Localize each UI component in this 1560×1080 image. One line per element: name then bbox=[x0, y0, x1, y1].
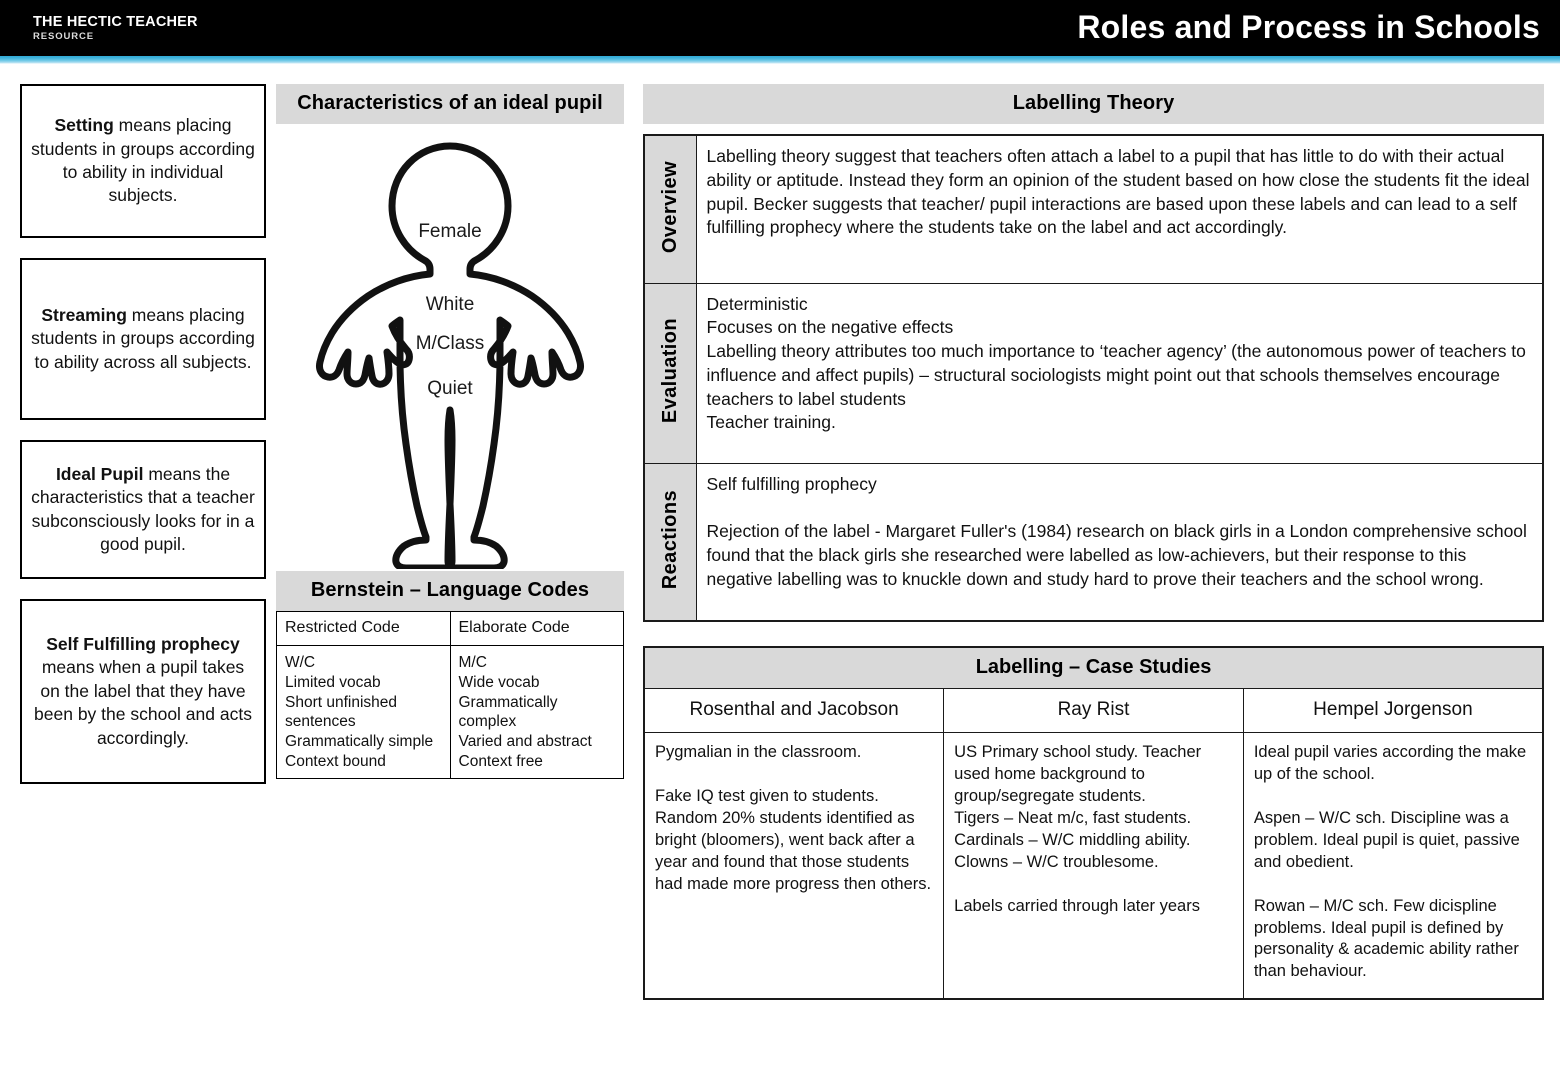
vertical-label-text: Reactions bbox=[658, 489, 681, 589]
body-outline-icon bbox=[316, 142, 584, 569]
ideal-pupil-column: Characteristics of an ideal pupil Female… bbox=[276, 84, 624, 780]
ideal-pupil-label-gender: Female bbox=[418, 221, 482, 242]
bernstein-elaborate-list: M/C Wide vocab Grammatically complex Var… bbox=[449, 645, 624, 780]
table-row: Reactions Self fulfilling prophecy Rejec… bbox=[643, 462, 1544, 622]
definition-text: means when a pupil takes on the label th… bbox=[34, 657, 252, 748]
definition-term: Setting bbox=[54, 115, 114, 136]
case-studies-heading: Labelling – Case Studies bbox=[644, 647, 1543, 689]
table-row: Overview Labelling theory suggest that t… bbox=[643, 134, 1544, 284]
definition-text: means placing students in groups accordi… bbox=[31, 115, 255, 206]
brand-name: THE HECTIC TEACHER bbox=[33, 14, 198, 30]
bernstein-restricted-list: W/C Limited vocab Short unfinished sente… bbox=[276, 645, 451, 780]
page-header: THE HECTIC TEACHER RESOURCE Roles and Pr… bbox=[0, 0, 1560, 56]
brand-subtitle: RESOURCE bbox=[33, 31, 95, 43]
vertical-label-text: Overview bbox=[658, 160, 681, 253]
case-studies-cell-hempel-jorgenson: Ideal pupil varies according the make up… bbox=[1242, 732, 1544, 999]
ideal-pupil-label-behaviour: Quiet bbox=[427, 378, 473, 399]
vertical-label-text: Evaluation bbox=[658, 317, 681, 424]
labelling-row-text-evaluation: Deterministic Focuses on the negative ef… bbox=[695, 282, 1544, 464]
labelling-theory-table: Overview Labelling theory suggest that t… bbox=[643, 134, 1544, 622]
labelling-row-label-overview: Overview bbox=[643, 134, 697, 284]
ideal-pupil-heading: Characteristics of an ideal pupil bbox=[276, 84, 624, 124]
table-row: W/C Limited vocab Short unfinished sente… bbox=[276, 645, 624, 780]
definition-term: Self Fulfilling prophecy bbox=[46, 633, 240, 654]
bernstein-section: Bernstein – Language Codes Restricted Co… bbox=[276, 571, 624, 780]
bernstein-heading: Bernstein – Language Codes bbox=[276, 571, 624, 611]
labelling-column: Labelling Theory Overview Labelling theo… bbox=[643, 84, 1544, 1000]
definition-box-self-fulfilling-prophecy: Self Fulfilling prophecy means when a pu… bbox=[20, 599, 266, 784]
definition-box-ideal-pupil: Ideal Pupil means the characteristics th… bbox=[20, 440, 266, 579]
definition-term: Streaming bbox=[41, 304, 127, 325]
table-row: Evaluation Deterministic Focuses on the … bbox=[643, 282, 1544, 464]
ideal-pupil-label-class: M/Class bbox=[415, 333, 485, 354]
page-title: Roles and Process in Schools bbox=[1077, 9, 1540, 45]
definition-box-streaming: Streaming means placing students in grou… bbox=[20, 258, 266, 420]
labelling-row-text-overview: Labelling theory suggest that teachers o… bbox=[695, 134, 1544, 284]
definitions-column: Setting means placing students in groups… bbox=[20, 84, 266, 804]
definition-box-setting: Setting means placing students in groups… bbox=[20, 84, 266, 238]
labelling-row-label-evaluation: Evaluation bbox=[643, 282, 697, 464]
table-row: Restricted Code Elaborate Code bbox=[276, 610, 624, 647]
ideal-pupil-label-ethnicity: White bbox=[425, 294, 475, 315]
brand-logo: THE HECTIC TEACHER RESOURCE bbox=[33, 14, 198, 43]
ideal-pupil-figure: Female White M/Class Quiet bbox=[276, 124, 624, 569]
bernstein-column-elaborate: Elaborate Code bbox=[449, 610, 624, 647]
header-accent-strip bbox=[0, 56, 1560, 64]
case-studies-column-rosenthal-jacobson: Rosenthal and Jacobson bbox=[643, 688, 945, 733]
definition-term: Ideal Pupil bbox=[55, 463, 144, 484]
case-studies-table: Labelling – Case Studies Rosenthal and J… bbox=[643, 646, 1544, 1000]
bernstein-column-restricted: Restricted Code bbox=[276, 610, 451, 647]
table-row: Labelling – Case Studies bbox=[644, 647, 1543, 689]
case-studies-column-ray-rist: Ray Rist bbox=[943, 688, 1244, 733]
bernstein-table: Restricted Code Elaborate Code W/C Limit… bbox=[276, 610, 624, 780]
case-studies-section: Labelling – Case Studies Rosenthal and J… bbox=[643, 646, 1544, 1000]
case-studies-cell-rosenthal-jacobson: Pygmalian in the classroom. Fake IQ test… bbox=[643, 732, 945, 999]
labelling-row-label-reactions: Reactions bbox=[643, 462, 697, 622]
table-row: Rosenthal and Jacobson Ray Rist Hempel J… bbox=[643, 688, 1544, 733]
labelling-theory-heading: Labelling Theory bbox=[643, 84, 1544, 124]
table-row: Pygmalian in the classroom. Fake IQ test… bbox=[643, 732, 1544, 999]
definition-text: means placing students in groups accordi… bbox=[31, 304, 255, 372]
labelling-row-text-reactions: Self fulfilling prophecy Rejection of th… bbox=[695, 462, 1544, 622]
case-studies-cell-ray-rist: US Primary school study. Teacher used ho… bbox=[943, 732, 1244, 999]
case-studies-column-hempel-jorgenson: Hempel Jorgenson bbox=[1242, 688, 1544, 733]
definition-text: means the characteristics that a teacher… bbox=[31, 463, 255, 554]
